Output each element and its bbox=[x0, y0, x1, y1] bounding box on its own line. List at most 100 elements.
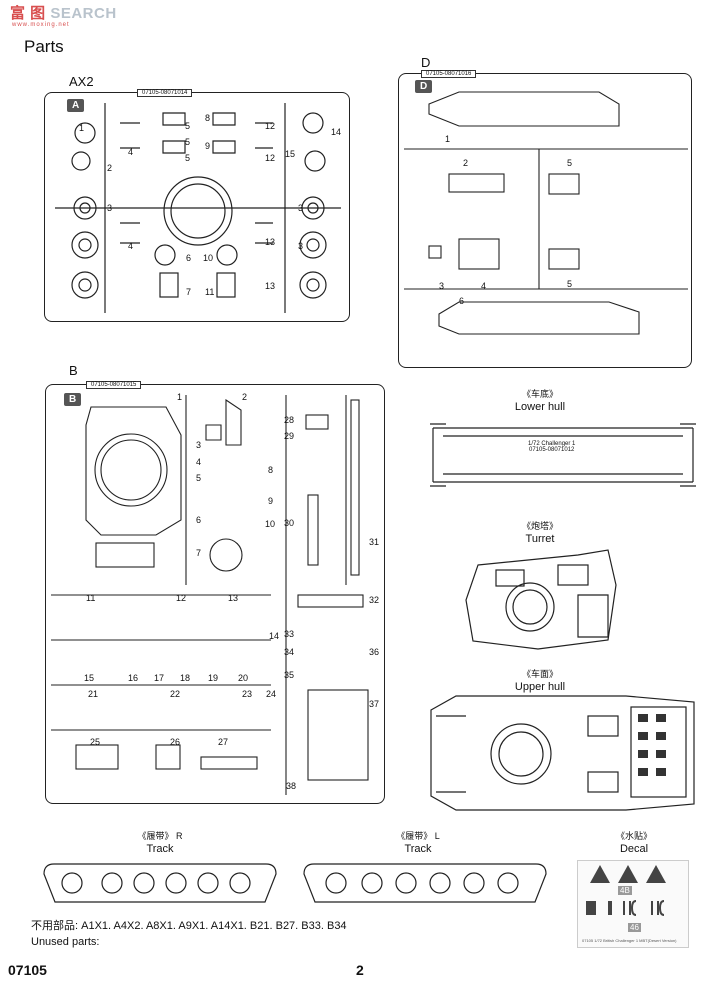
lower-hull-drawing bbox=[430, 423, 696, 487]
part-number: 21 bbox=[88, 689, 99, 699]
part-number: 5 bbox=[185, 137, 191, 147]
part-number: 2 bbox=[463, 158, 469, 168]
track-l-drawing bbox=[303, 863, 547, 903]
sprue-ax2: A 07105-08071014 1 2 3 3 3 4 4 5 5 5 6 7… bbox=[44, 89, 350, 322]
lower-hull-plate-title: 1/72 Challenger 1 bbox=[528, 441, 576, 447]
sprue-ax2-corner: A bbox=[67, 99, 85, 112]
part-number: 2 bbox=[242, 392, 248, 402]
part-number: 27 bbox=[218, 737, 229, 747]
part-number: 1 bbox=[79, 123, 85, 133]
part-number: 11 bbox=[86, 593, 96, 603]
turret-caption-en: Turret bbox=[525, 533, 555, 545]
part-number: 20 bbox=[238, 673, 249, 683]
part-number: 33 bbox=[284, 629, 295, 639]
lower-hull-caption-cn: 《车底》 bbox=[521, 389, 558, 399]
track-l-caption-suffix: L bbox=[434, 831, 440, 841]
lower-hull-caption-en: Lower hull bbox=[514, 401, 566, 413]
lower-hull-caption: 《车底》 Lower hull bbox=[500, 388, 580, 414]
part-number: 12 bbox=[176, 593, 187, 603]
lower-hull-plate-code: 07105-08071012 bbox=[528, 447, 575, 453]
part-number: 16 bbox=[128, 673, 139, 683]
upper-hull-caption-en: Upper hull bbox=[514, 681, 566, 693]
turret-caption-cn: 《炮塔》 bbox=[521, 521, 558, 531]
track-r-caption-suffix: R bbox=[176, 831, 183, 841]
part-number: 8 bbox=[205, 113, 211, 123]
part-number: 31 bbox=[369, 537, 380, 547]
part-number: 4 bbox=[128, 147, 134, 157]
unused-parts-en-label: Unused parts: bbox=[31, 936, 100, 948]
turret-drawing bbox=[465, 549, 617, 650]
part-number: 34 bbox=[284, 647, 295, 657]
part-number: 12 bbox=[265, 153, 276, 163]
footer-kit-code: 07105 bbox=[8, 962, 47, 978]
sprue-b-drawing bbox=[51, 395, 369, 795]
part-number: 7 bbox=[186, 287, 192, 297]
part-number: 14 bbox=[269, 631, 280, 641]
sprue-ax2-drawing bbox=[55, 103, 341, 313]
part-number: 14 bbox=[331, 127, 342, 137]
track-l-caption-en: Track bbox=[404, 843, 432, 855]
part-number: 13 bbox=[265, 237, 276, 247]
part-number: 35 bbox=[284, 670, 295, 680]
track-r-caption-en: Track bbox=[146, 843, 174, 855]
part-number: 4 bbox=[196, 457, 202, 467]
sprue-ax2-label: AX2 bbox=[69, 74, 94, 89]
sprue-d: D 07105-08071016 1 2 3 4 5 5 6 bbox=[398, 70, 692, 368]
part-number: 4 bbox=[128, 241, 134, 251]
part-number: 3 bbox=[439, 281, 445, 291]
sprue-b-corner: B bbox=[64, 393, 82, 406]
decal-caption-cn: 《水贴》 bbox=[615, 831, 652, 841]
part-number: 1 bbox=[445, 134, 451, 144]
sprue-b: B 07105-08071015 1 2 3 4 5 6 7 8 9 10 11… bbox=[45, 381, 385, 804]
part-number: 10 bbox=[203, 253, 214, 263]
track-l-caption: 《履带》 L Track bbox=[378, 830, 458, 856]
decal-label-4b: 4B bbox=[618, 886, 632, 895]
part-number: 9 bbox=[268, 496, 274, 506]
turret-caption: 《炮塔》 Turret bbox=[500, 520, 580, 546]
sprue-b-label: B bbox=[69, 363, 78, 378]
part-number: 5 bbox=[567, 279, 573, 289]
part-number: 19 bbox=[208, 673, 219, 683]
sprue-d-code: 07105-08071016 bbox=[421, 70, 477, 78]
part-number: 3 bbox=[196, 440, 202, 450]
track-r-drawing bbox=[43, 863, 277, 903]
sprue-b-code: 07105-08071015 bbox=[86, 381, 142, 389]
decal-caption: 《水贴》 Decal bbox=[594, 830, 674, 856]
part-number: 15 bbox=[285, 149, 296, 159]
part-number: 13 bbox=[265, 281, 276, 291]
part-number: 32 bbox=[369, 595, 380, 605]
track-r-caption-cn: 《履带》 bbox=[137, 831, 174, 841]
part-number: 2 bbox=[107, 163, 113, 173]
part-number: 36 bbox=[369, 647, 380, 657]
part-number: 7 bbox=[196, 548, 202, 558]
sprue-d-label: D bbox=[421, 55, 431, 70]
part-number: 22 bbox=[170, 689, 181, 699]
track-l-caption-cn: 《履带》 bbox=[396, 831, 433, 841]
part-number: 4 bbox=[481, 281, 487, 291]
part-number: 17 bbox=[154, 673, 165, 683]
part-number: 6 bbox=[459, 296, 465, 306]
upper-hull-caption-cn: 《车面》 bbox=[521, 669, 558, 679]
part-number: 15 bbox=[84, 673, 95, 683]
part-number: 5 bbox=[567, 158, 573, 168]
decal-fine-print: 07105 1/72 British Challenger 1 MBT(Dese… bbox=[582, 938, 677, 943]
part-number: 9 bbox=[205, 141, 211, 151]
part-number: 30 bbox=[284, 518, 295, 528]
part-number: 5 bbox=[185, 153, 191, 163]
part-number: 23 bbox=[242, 689, 253, 699]
upper-hull-drawing bbox=[430, 695, 695, 811]
part-number: 38 bbox=[286, 781, 297, 791]
decal-sheet: 4B 46 07105 1/72 British Challenger 1 MB… bbox=[577, 860, 689, 948]
footer-page-number: 2 bbox=[356, 962, 364, 978]
decal-label-46: 46 bbox=[628, 923, 641, 932]
part-number: 3 bbox=[107, 203, 113, 213]
page-title: Parts bbox=[24, 37, 64, 56]
part-number: 8 bbox=[268, 465, 274, 475]
part-number: 5 bbox=[185, 121, 191, 131]
part-number: 13 bbox=[228, 593, 239, 603]
track-r-caption: 《履带》 R Track bbox=[120, 830, 200, 856]
part-number: 11 bbox=[205, 287, 215, 297]
unused-parts: 不用部品: A1X1. A4X2. A8X1. A9X1. A14X1. B21… bbox=[31, 918, 347, 950]
decal-caption-en: Decal bbox=[619, 843, 649, 855]
part-number: 25 bbox=[90, 737, 101, 747]
